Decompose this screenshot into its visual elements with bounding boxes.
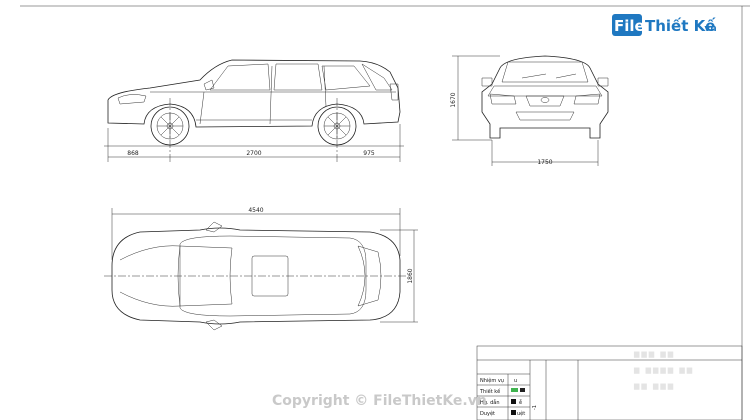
- side-view: 868 2700 975: [104, 59, 404, 162]
- title-block: Nhiệm vụ u Thiết kế Hg. dẫn ễ Duyệt uệt …: [476, 345, 743, 420]
- logo-main-text: Thiết Kế: [645, 16, 716, 35]
- top-roof: [179, 235, 367, 317]
- side-door-split-3: [323, 65, 327, 107]
- side-wheelbase: 2700: [246, 150, 261, 157]
- tb-row-value-3: uệt: [517, 410, 525, 417]
- front-height: 1670: [450, 92, 457, 107]
- top-body-outline: [111, 227, 401, 325]
- front-left-headlight: [489, 93, 517, 105]
- tb-signature-dark: [520, 388, 525, 392]
- front-right-headlight: [573, 93, 601, 105]
- front-view: 1670 1750: [450, 55, 609, 166]
- top-right-mirror: [205, 319, 223, 331]
- front-wiper: [521, 73, 577, 79]
- front-lower-intake: [515, 111, 575, 121]
- side-mirror: [203, 79, 215, 91]
- side-headlight: [117, 94, 147, 105]
- side-rear-overhang: 975: [363, 150, 375, 157]
- side-taillight: [389, 83, 399, 101]
- front-width: 1750: [537, 159, 552, 166]
- tb-row-label-2: Hg. dẫn: [480, 399, 500, 406]
- side-rear-window: [361, 63, 393, 91]
- filethietke-logo: File Thiết Kế .vn: [612, 14, 717, 36]
- front-grille: [525, 95, 565, 107]
- front-right-mirror: [597, 77, 609, 87]
- top-length: 4540: [248, 207, 263, 214]
- side-front-overhang: 868: [127, 150, 139, 157]
- tb-row-label-1: Thiết kế: [479, 388, 501, 395]
- tb-row-value-2: ễ: [519, 399, 522, 406]
- tb-faint-text-3: ▆▆ ▆▆▆: [633, 382, 675, 390]
- top-windshield: [177, 245, 233, 307]
- logo-file-badge: [612, 14, 642, 36]
- top-left-mirror: [205, 221, 223, 233]
- front-logo: [540, 97, 550, 103]
- side-door-split-2: [199, 91, 205, 125]
- front-left-mirror: [481, 77, 493, 87]
- front-hood: [487, 85, 603, 97]
- tb-row-value-0: u: [514, 378, 517, 384]
- tb-mark-3: [511, 410, 516, 415]
- logo-suffix-text: .vn: [701, 24, 717, 34]
- tb-mark-2: [511, 399, 516, 404]
- side-body-outline: [107, 59, 401, 128]
- title-block-frame: [476, 345, 743, 420]
- top-width: 1860: [407, 268, 414, 283]
- copyright-watermark: Copyright © FileThietKe.vn: [272, 393, 487, 409]
- top-hood-line-upper: [119, 245, 181, 261]
- side-window-line: [209, 63, 371, 91]
- tb-signature-green: [511, 388, 518, 392]
- tb-right-value: -1: [532, 405, 538, 410]
- top-hood-line-lower: [119, 291, 181, 307]
- tb-row-label-3: Duyệt: [480, 410, 495, 417]
- logo-file-text: File: [614, 17, 645, 35]
- front-windshield: [501, 61, 589, 83]
- tb-faint-text-1: ▆▆▆ ▆▆: [633, 350, 675, 358]
- tb-faint-text-2: ▆ ▆▆▆▆ ▆▆: [633, 366, 694, 374]
- side-door-split-1: [269, 65, 273, 125]
- top-rear-window: [357, 245, 382, 307]
- top-view: 4540 1860: [104, 207, 418, 331]
- front-body-outline: [481, 55, 609, 139]
- tb-row-label-0: Nhiệm vụ: [480, 377, 504, 384]
